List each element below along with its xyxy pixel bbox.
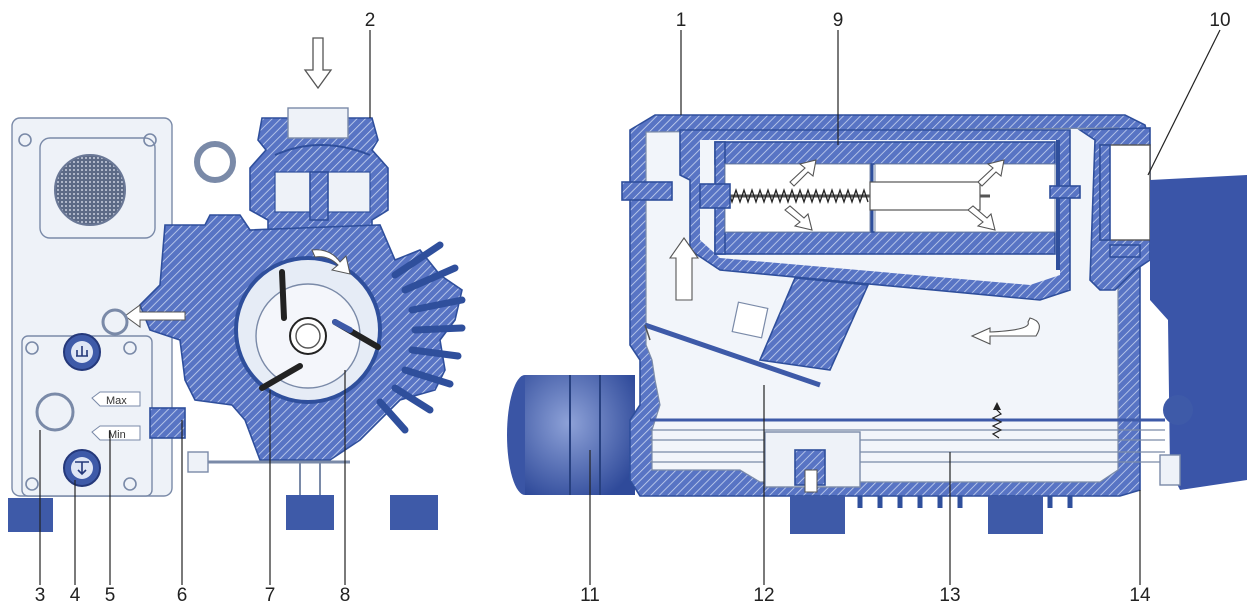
cooling-fins [376,241,466,434]
right-pump-view [507,114,1247,534]
callout-14: 14 [1129,585,1151,606]
foot [390,495,438,530]
callout-4: 4 [70,585,81,606]
callout-8: 8 [340,585,351,606]
callout-3: 3 [35,585,46,606]
flow-arrow-icon [311,249,351,275]
left-pump-view: Max Min [8,37,466,532]
float-valve-12 [644,277,870,388]
callout-6: 6 [177,585,188,606]
foot [286,495,334,530]
oil-fill-plug-icon [63,333,101,371]
leader-lines [39,29,1221,585]
callout-13: 13 [939,585,960,606]
lifting-eye [194,141,236,183]
oil-sight-glass [35,392,75,432]
spring-icon [699,181,990,211]
arrow-down-icon [303,37,333,90]
callout-7: 7 [265,585,276,606]
foot [988,496,1043,534]
oil-reservoir-13 [650,402,1165,463]
foot [790,496,845,534]
foot [8,498,53,532]
callout-10: 10 [1209,10,1230,31]
callout-9: 9 [833,10,844,31]
inlet-screen [54,154,126,226]
oil-drain-plug-icon [63,449,101,487]
callout-5: 5 [105,585,116,606]
callout-11: 11 [580,585,600,606]
exhaust-cover [1150,175,1247,490]
gauge-max-label: Max [106,395,127,407]
callout-12: 12 [753,585,774,606]
gauge-min-label: Min [108,429,126,441]
callout-1: 1 [676,10,687,31]
motor-11 [507,375,635,495]
callout-2: 2 [365,10,376,31]
callout-numbers: 2 1 9 10 3 4 5 6 7 8 11 12 13 14 [35,10,1231,606]
